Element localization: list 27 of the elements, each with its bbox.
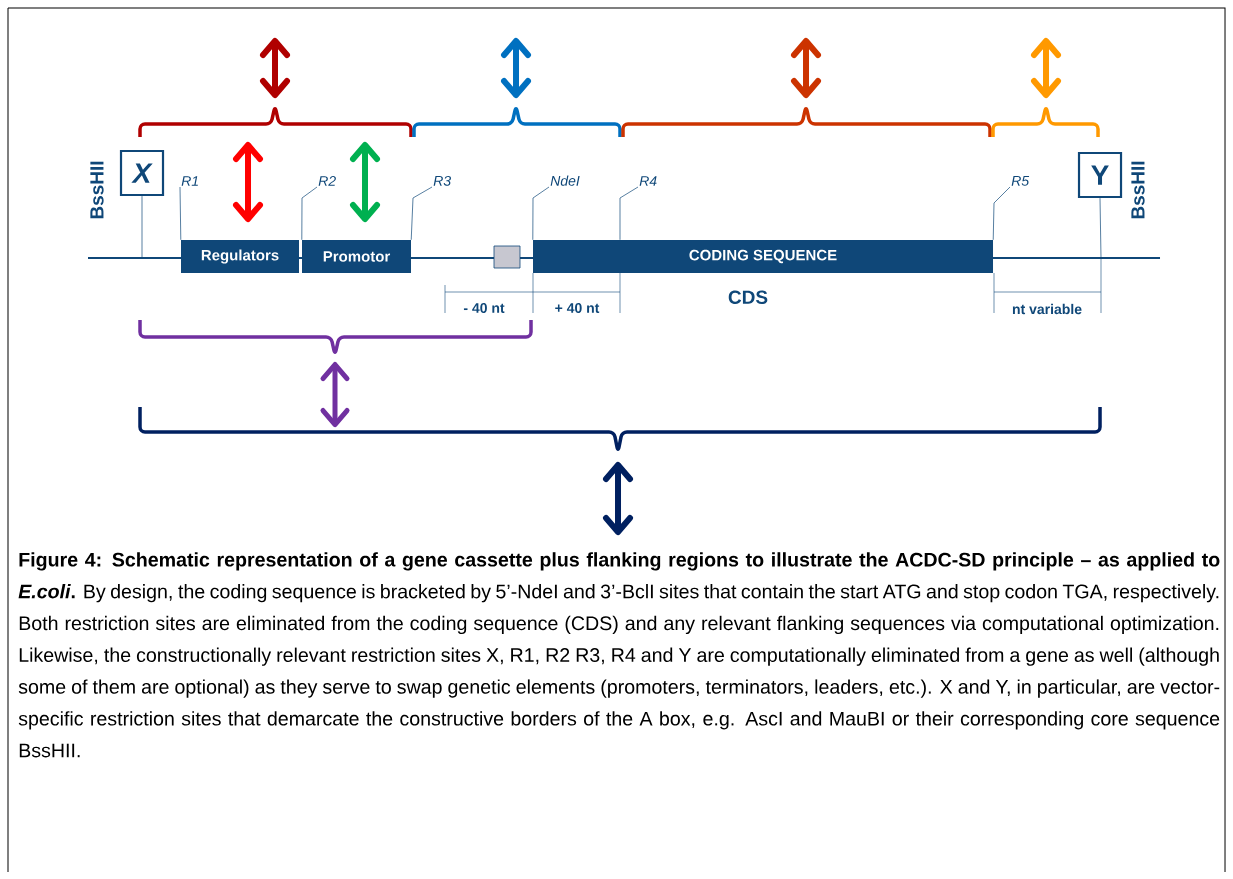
enzyme-label: BssHII	[90, 161, 104, 219]
site-label: R3	[433, 175, 451, 186]
site-label: R2	[318, 176, 336, 186]
leader-line	[619, 186, 639, 241]
leader-line	[410, 186, 433, 241]
site-label: NdeI	[550, 175, 580, 186]
small-box	[493, 245, 521, 269]
enzyme-label: BssHII	[1131, 161, 1145, 219]
site-label: R4	[639, 176, 657, 186]
leader-line	[301, 186, 318, 241]
site-label: R1	[181, 176, 198, 186]
leader-line	[141, 195, 143, 259]
caption: Figure 4: Schematic representation of a gene cassette plus flanking regions to illustrate the ACDC-SD principle – as applied to E.coli. By design, the coding sequence is bracketed by 5’-NdeI and 3’-BclI sites that contain the start ATG and stop codon TGA, respectively. Both restriction sites are eliminated from the coding sequence (CDS) and any relevant flanking sequences via computational optimization. Likewise, the constructionally relevant restriction sites X, R1, R2 R3, R4 and Y are computationally eliminated from a gene as well (although some of them are optional) as they serve to swap genetic elements (promoters, terminators, leaders, etc.). X and Y, in particular, are vector-specific restriction sites that demarcate the constructive borders of the A box, e.g. AscI and MauBI or their corresponding core sequence BssHII.	[18, 552, 1220, 758]
dimension-label: - 40 nt	[462, 302, 506, 314]
leader-line	[992, 186, 1011, 241]
region-label: CDS	[728, 290, 768, 304]
site-label: R5	[1011, 176, 1030, 186]
site-box: Y	[1077, 151, 1123, 199]
site-box: X	[119, 149, 165, 197]
sequence-segment: CODING SEQUENCE	[533, 240, 993, 273]
dimension-label: + 40 nt	[553, 302, 601, 314]
leader-line	[1099, 197, 1102, 259]
dimension-label: nt variable	[1011, 302, 1084, 316]
leader-line	[532, 186, 550, 241]
leader-line	[179, 186, 182, 241]
sequence-segment: Regulators	[181, 240, 299, 273]
sequence-segment: Promotor	[302, 240, 411, 273]
